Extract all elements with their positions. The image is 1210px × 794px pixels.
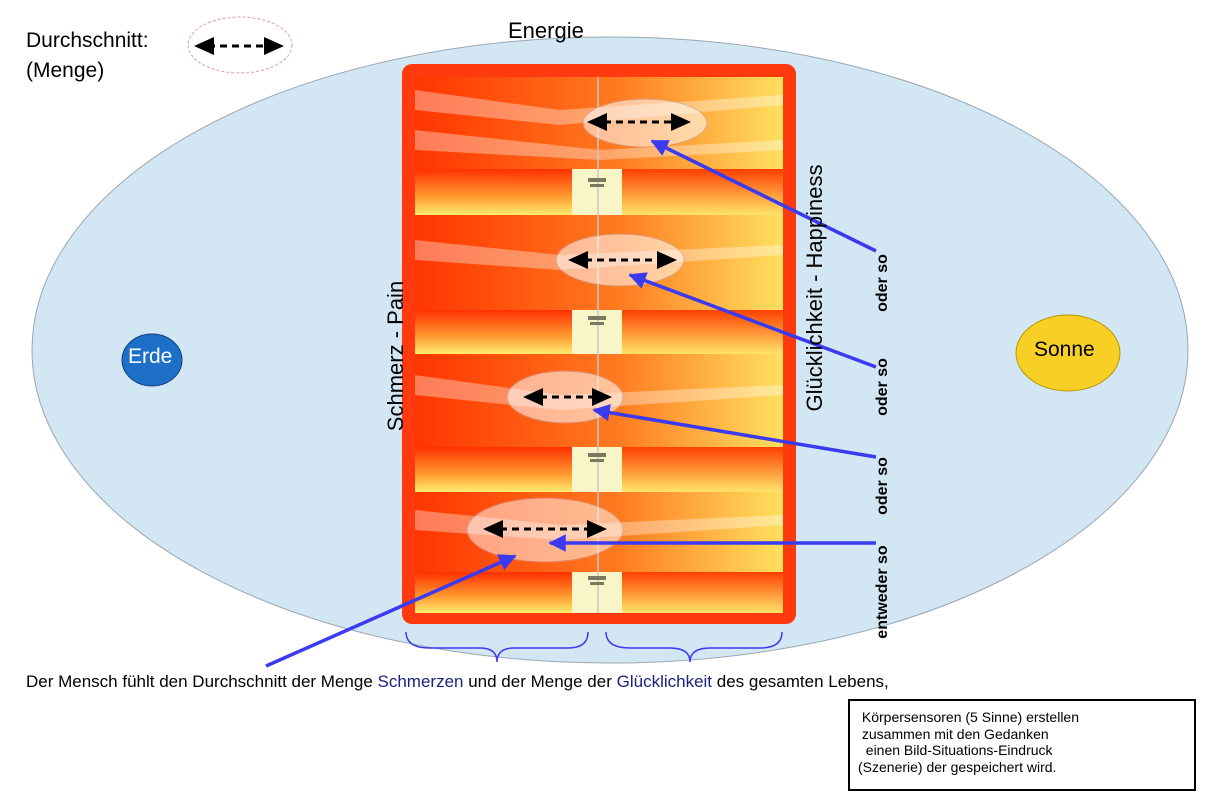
braces [405, 631, 783, 663]
caption-highlight-gluecklichkeit: Glücklichkeit [616, 672, 713, 691]
caption-part-3: des gesamten Lebens, [712, 672, 889, 691]
sun-circle [1015, 314, 1121, 392]
info-box-text: Körpersensoren (5 Sinne) erstellen zusam… [858, 709, 1080, 775]
caption-sentence: Der Mensch fühlt den Durchschnitt der Me… [26, 672, 889, 692]
oder-so-label-1: oder so [874, 254, 891, 312]
entweder-so-label: entweder so [874, 545, 891, 639]
figure-icons [588, 178, 606, 585]
pointer-arrows [265, 139, 877, 668]
average-arrow-3 [506, 370, 624, 424]
band-1 [415, 77, 783, 215]
erde-label: Erde [128, 345, 173, 368]
happiness-label: Glücklichkeit - Happiness [802, 164, 827, 412]
oder-so-label-2: oder so [874, 358, 891, 416]
energie-label: Energie [508, 18, 584, 43]
legend-text: Durchschnitt: (Menge) [26, 26, 149, 86]
pain-label: Schmerz - Pain [383, 280, 408, 432]
legend-line-2: (Menge) [26, 59, 105, 82]
average-arrow-4 [466, 497, 624, 563]
caption-highlight-schmerzen: Schmerzen [377, 672, 464, 691]
earth-circle [121, 333, 183, 387]
caption-part-1: Der Mensch fühlt den Durchschnitt der Me… [26, 672, 378, 691]
info-box: Körpersensoren (5 Sinne) erstellen zusam… [848, 699, 1196, 791]
caption-part-2: und der Menge der [463, 672, 617, 691]
average-arrow-2 [555, 233, 685, 287]
legend-average-icon [187, 16, 293, 74]
legend-line-1: Durchschnitt: [26, 29, 149, 52]
average-arrow-1 [582, 98, 708, 148]
sonne-label: Sonne [1034, 338, 1095, 361]
band-3 [415, 354, 783, 492]
